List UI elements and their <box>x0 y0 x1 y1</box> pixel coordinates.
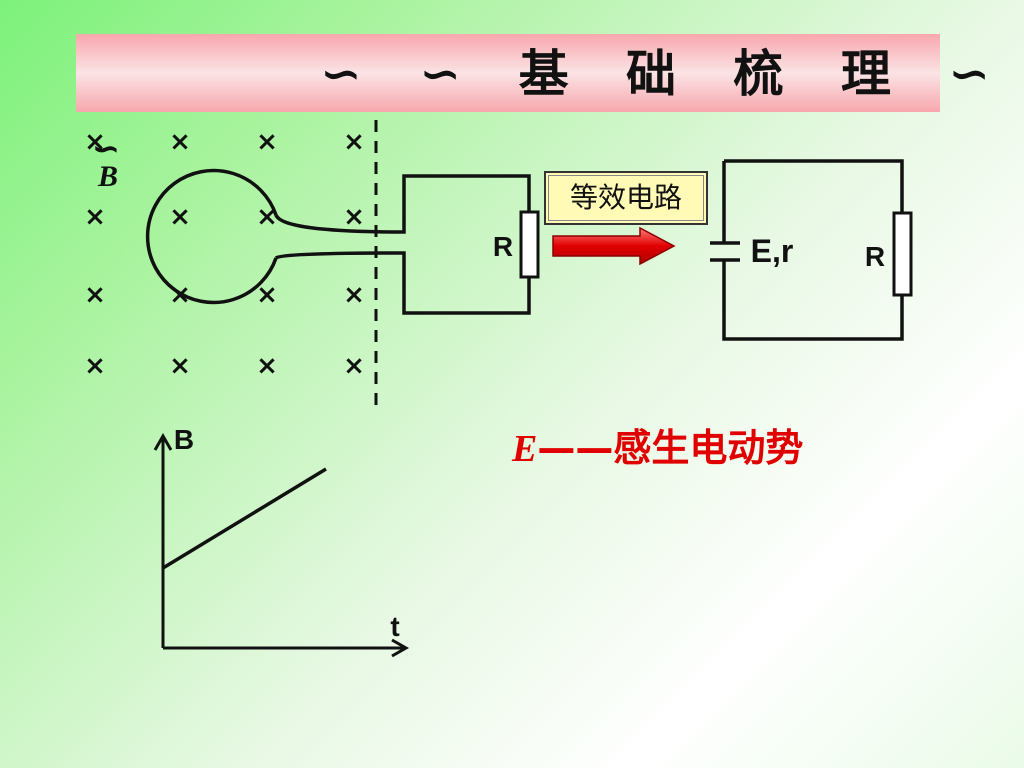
loop-leads <box>274 174 531 315</box>
field-cross-mark: × <box>343 202 365 232</box>
field-cross-mark: × <box>256 127 278 157</box>
slide-title: ∽ ∽ 基 础 梳 理 ∽ <box>320 44 1011 103</box>
wire-loop <box>145 168 278 305</box>
graph-x-arrow <box>391 638 410 658</box>
graph-y-arrow <box>153 432 173 451</box>
equivalence-arrow <box>552 226 676 266</box>
title-banner <box>76 34 940 112</box>
field-cross-mark: × <box>343 127 365 157</box>
loop-resistor-label: R <box>493 231 513 262</box>
equivalent-circuit-wires <box>722 159 904 341</box>
field-cross-mark: × <box>256 202 278 232</box>
field-cross-mark: × <box>169 351 191 381</box>
field-cross-mark: × <box>84 127 106 157</box>
magnetic-field-crosses: ×××××××××××××××× <box>84 127 365 381</box>
equivalent-resistor <box>892 211 913 297</box>
emf-symbol: E <box>512 428 538 470</box>
field-cross-mark: × <box>84 280 106 310</box>
emf-text: ——感生电动势 <box>537 426 804 470</box>
graph-y-label: B <box>174 424 194 455</box>
field-cross-mark: × <box>256 280 278 310</box>
equivalent-circuit-box <box>544 171 708 225</box>
equivalent-resistor-label: R <box>865 241 885 272</box>
field-tilde-symbol: ∽ <box>92 130 121 168</box>
field-cross-mark: × <box>84 202 106 232</box>
emf-caption: E——感生电动势 <box>512 420 803 476</box>
field-cross-mark: × <box>343 351 365 381</box>
graph-x-label: t <box>390 611 399 642</box>
equivalent-circuit-label: 等效电路 <box>569 181 682 214</box>
graph-b-line <box>162 467 327 570</box>
field-cross-mark: × <box>169 202 191 232</box>
field-b-label: B <box>97 160 118 193</box>
field-cross-mark: × <box>84 351 106 381</box>
field-cross-mark: × <box>169 127 191 157</box>
field-cross-mark: × <box>256 351 278 381</box>
source-label: E,r <box>751 233 794 269</box>
loop-resistor <box>519 210 540 279</box>
field-cross-mark: × <box>343 280 365 310</box>
